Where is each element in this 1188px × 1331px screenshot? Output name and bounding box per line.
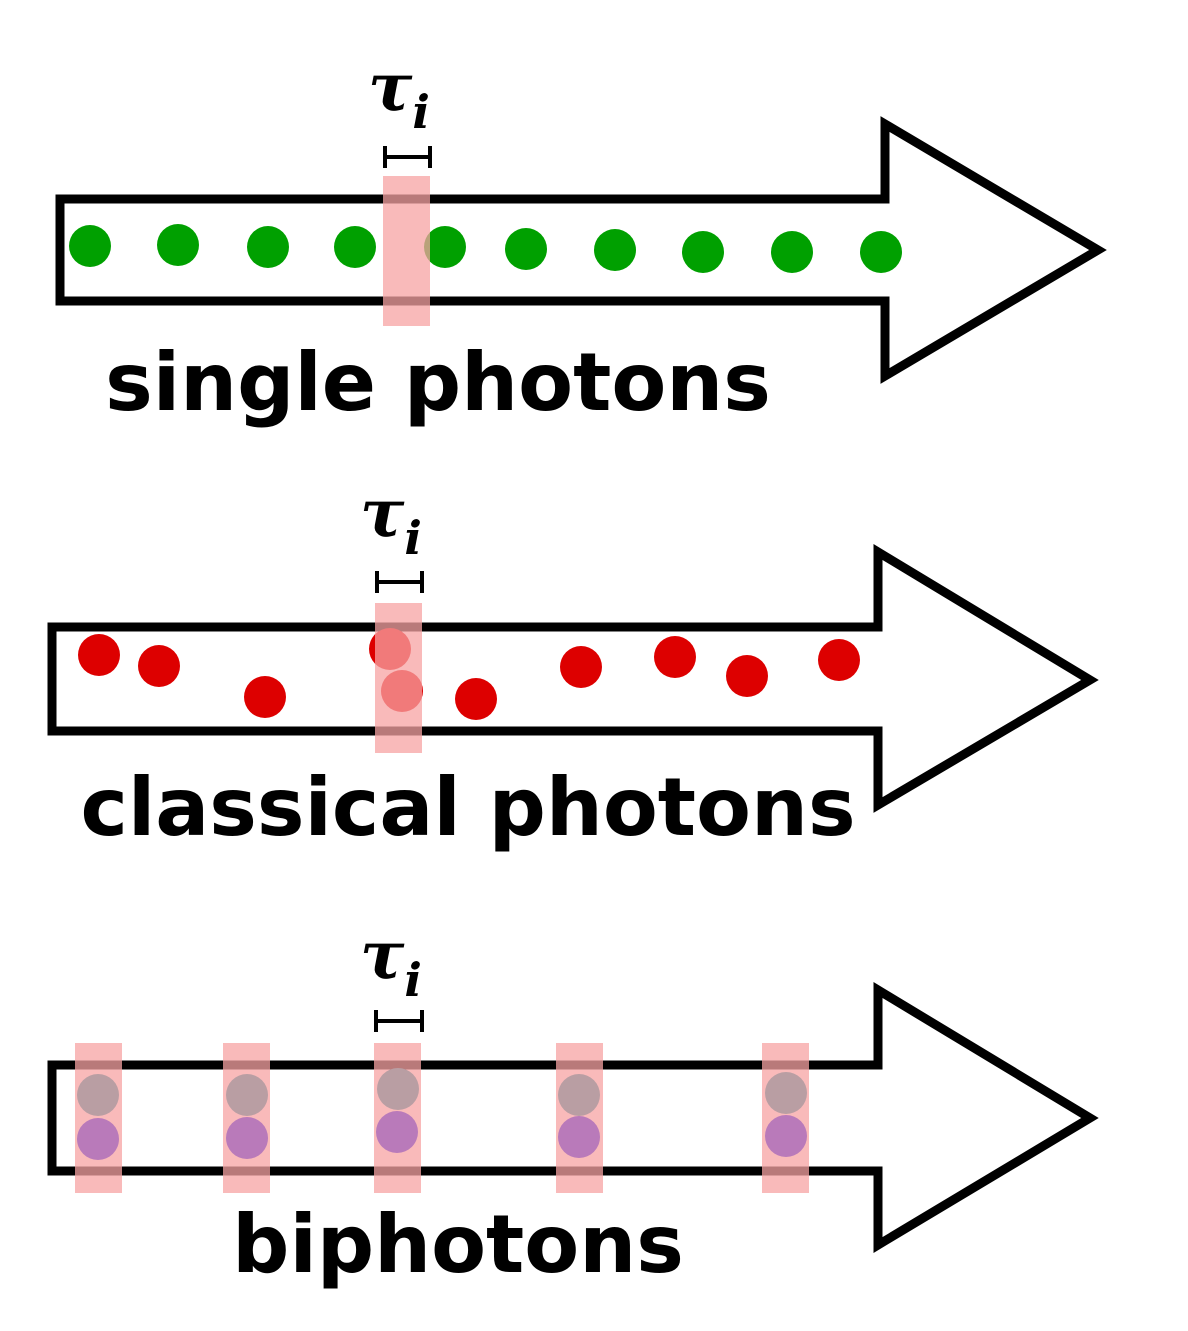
panel-label-classical: classical photons bbox=[80, 761, 855, 854]
tau-bracket-single bbox=[383, 146, 432, 168]
photon-single bbox=[682, 231, 724, 273]
photon-classical bbox=[818, 639, 860, 681]
photon-single bbox=[505, 228, 547, 270]
photon-classical bbox=[455, 678, 497, 720]
time-window-classical bbox=[375, 603, 422, 753]
photons-single bbox=[69, 224, 902, 273]
panel-label-single: single photons bbox=[105, 336, 771, 429]
tau-label-biphoton: τi bbox=[360, 916, 422, 1007]
photon-classical bbox=[78, 634, 120, 676]
photon-single bbox=[334, 226, 376, 268]
arrow-single bbox=[55, 116, 1107, 384]
tau-label-single: τi bbox=[368, 48, 430, 139]
photon-single bbox=[594, 229, 636, 271]
tau-bracket-classical bbox=[375, 571, 424, 593]
tau-bracket-biphoton bbox=[374, 1010, 424, 1032]
panel-classical-photons: τi classical photons bbox=[47, 474, 1099, 854]
photon-single bbox=[860, 231, 902, 273]
photon-classical bbox=[726, 655, 768, 697]
panel-biphotons: τi biphotons bbox=[47, 916, 1099, 1291]
photon-classical bbox=[138, 645, 180, 687]
time-window-biphoton bbox=[374, 1043, 421, 1193]
time-window-single bbox=[383, 176, 430, 326]
photon-classical bbox=[244, 676, 286, 718]
tau-label-classical: τi bbox=[360, 474, 422, 565]
photon-single bbox=[424, 226, 466, 268]
photon-classical bbox=[654, 636, 696, 678]
time-window-biphoton bbox=[762, 1043, 809, 1193]
time-window-biphoton bbox=[223, 1043, 270, 1193]
photon-classical bbox=[560, 646, 602, 688]
panel-single-photons: τi single photons bbox=[55, 48, 1107, 429]
photon-single bbox=[69, 225, 111, 267]
panel-label-biphoton: biphotons bbox=[232, 1198, 684, 1291]
photon-single bbox=[771, 231, 813, 273]
time-window-biphoton bbox=[556, 1043, 603, 1193]
time-window-biphoton bbox=[75, 1043, 122, 1193]
photon-single bbox=[247, 226, 289, 268]
photon-single bbox=[157, 224, 199, 266]
time-windows-biphoton bbox=[75, 1043, 809, 1193]
